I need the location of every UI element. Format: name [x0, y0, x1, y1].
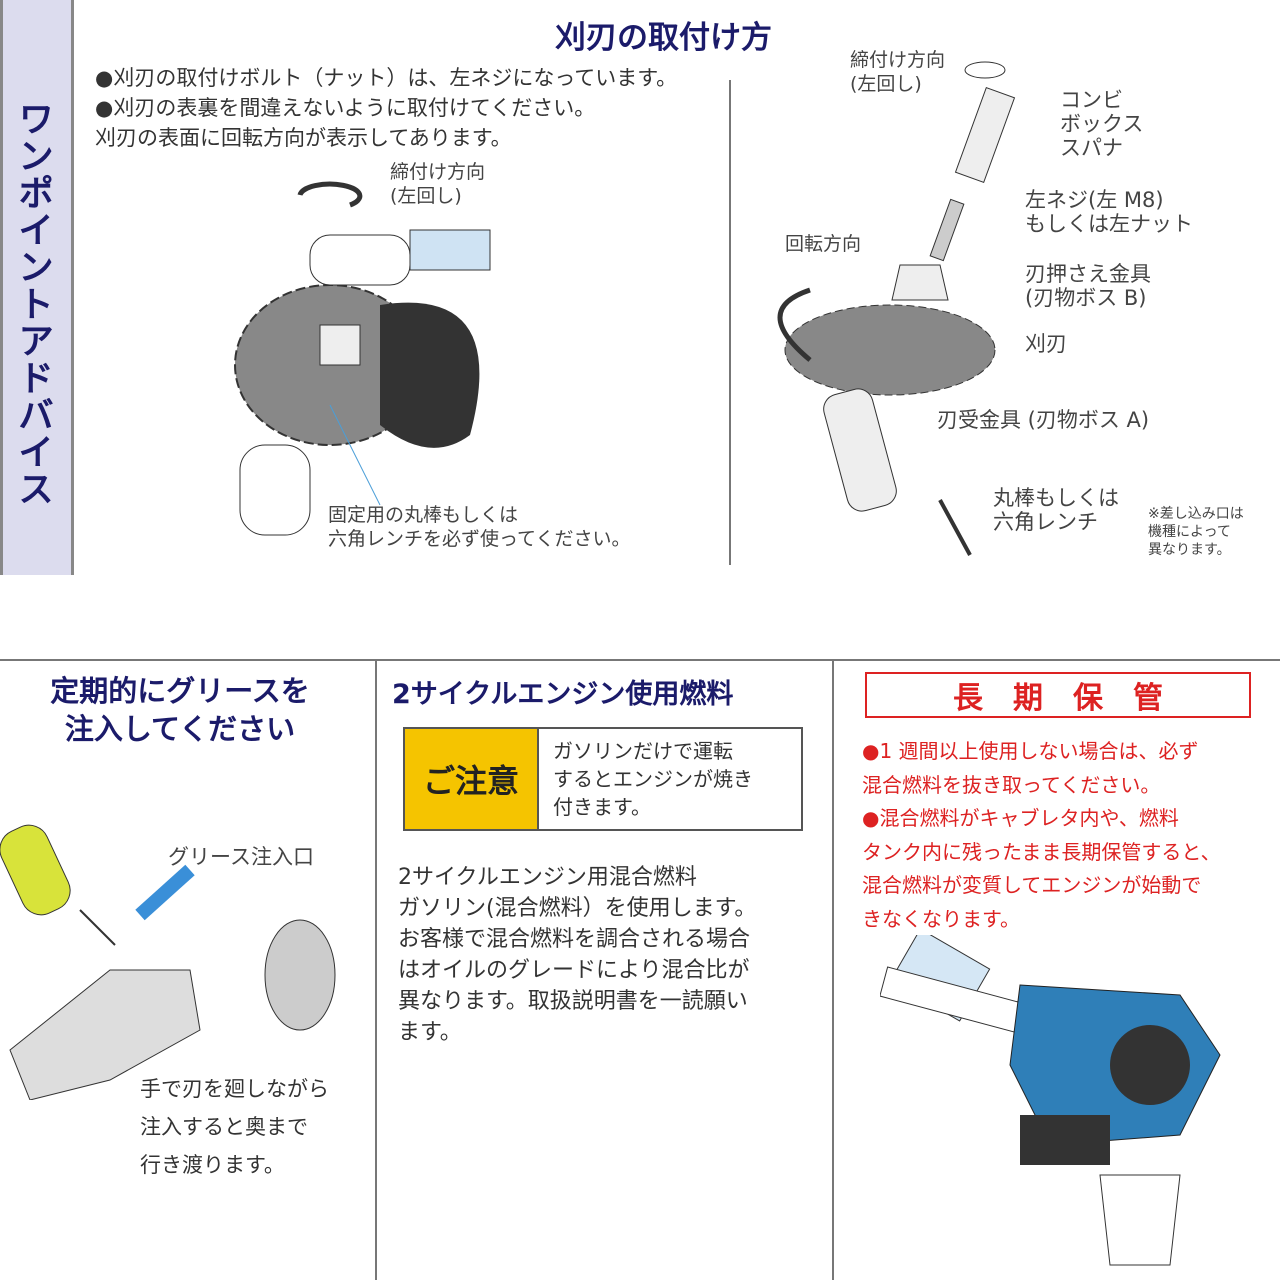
- part-blade: 刈刃: [1025, 332, 1067, 356]
- part-rod: 丸棒もしくは六角レンチ: [993, 486, 1119, 534]
- note: 刈刃の表面に回転方向が表示してあります。: [95, 126, 512, 150]
- divider: [729, 80, 731, 565]
- blade-title: 刈刃の取付け方: [555, 20, 772, 56]
- note: ●刈刃の取付けボルト（ナット）は、左ネジになっています。: [95, 66, 678, 90]
- divider: [375, 660, 377, 1280]
- storage-title: 長 期 保 管: [865, 672, 1251, 718]
- grease-inlet-label: グリース注入口: [168, 845, 314, 869]
- fix-label: 固定用の丸棒もしくは六角レンチを必ず使ってください。: [328, 504, 631, 550]
- caution-text: ガソリンだけで運転するとエンジンが焼き付きます。: [553, 739, 753, 819]
- sidebar-label: ワンポイントアドバイス: [12, 100, 53, 507]
- note: ●刈刃の表裏を間違えないように取付けてください。: [95, 96, 596, 120]
- part-wrench: コンビボックススパナ: [1060, 88, 1144, 160]
- grease-caption: 手で刃を廻しながら注入すると奥まで行き渡ります。: [140, 1077, 329, 1177]
- fuel-title: 2サイクルエンジン使用燃料: [392, 679, 734, 710]
- caution-box: ご注意 ガソリンだけで運転するとエンジンが焼き付きます。: [403, 727, 803, 831]
- tighten-label-right: 締付け方向(左回し): [850, 49, 946, 95]
- rotation-label: 回転方向: [785, 233, 862, 255]
- caution-label: ご注意: [405, 729, 539, 829]
- engine-illustration: [880, 935, 1221, 1266]
- grease-title: 定期的にグリースを注入してください: [50, 674, 310, 746]
- divider: [832, 660, 834, 1280]
- part-boss-b: 刃押さえ金具(刃物ボス B): [1025, 262, 1151, 310]
- grease-illustration: [0, 824, 336, 1100]
- storage-text: ●1 週間以上使用しない場合は、必ず混合燃料を抜き取ってください。●混合燃料がキ…: [862, 739, 1221, 931]
- blade-exploded-illustration: [777, 61, 1016, 556]
- blade-notes: ●刈刃の取付けボルト（ナット）は、左ネジになっています。 ●刈刃の表裏を間違えな…: [95, 63, 677, 153]
- divider: [0, 659, 1280, 661]
- tighten-label: 締付け方向(左回し): [390, 161, 486, 207]
- sidebar: [0, 0, 74, 575]
- part-boss-a: 刃受金具 (刃物ボス A): [937, 408, 1150, 432]
- blade-install-illustration: [234, 181, 491, 536]
- fuel-body: 2サイクルエンジン用混合燃料ガソリン(混合燃料）を使用します。お客様で混合燃料を…: [398, 865, 757, 1045]
- part-bolt: 左ネジ(左 M8)もしくは左ナット: [1025, 188, 1193, 236]
- part-note: ※差し込み口は機種によって異なります。: [1148, 506, 1244, 558]
